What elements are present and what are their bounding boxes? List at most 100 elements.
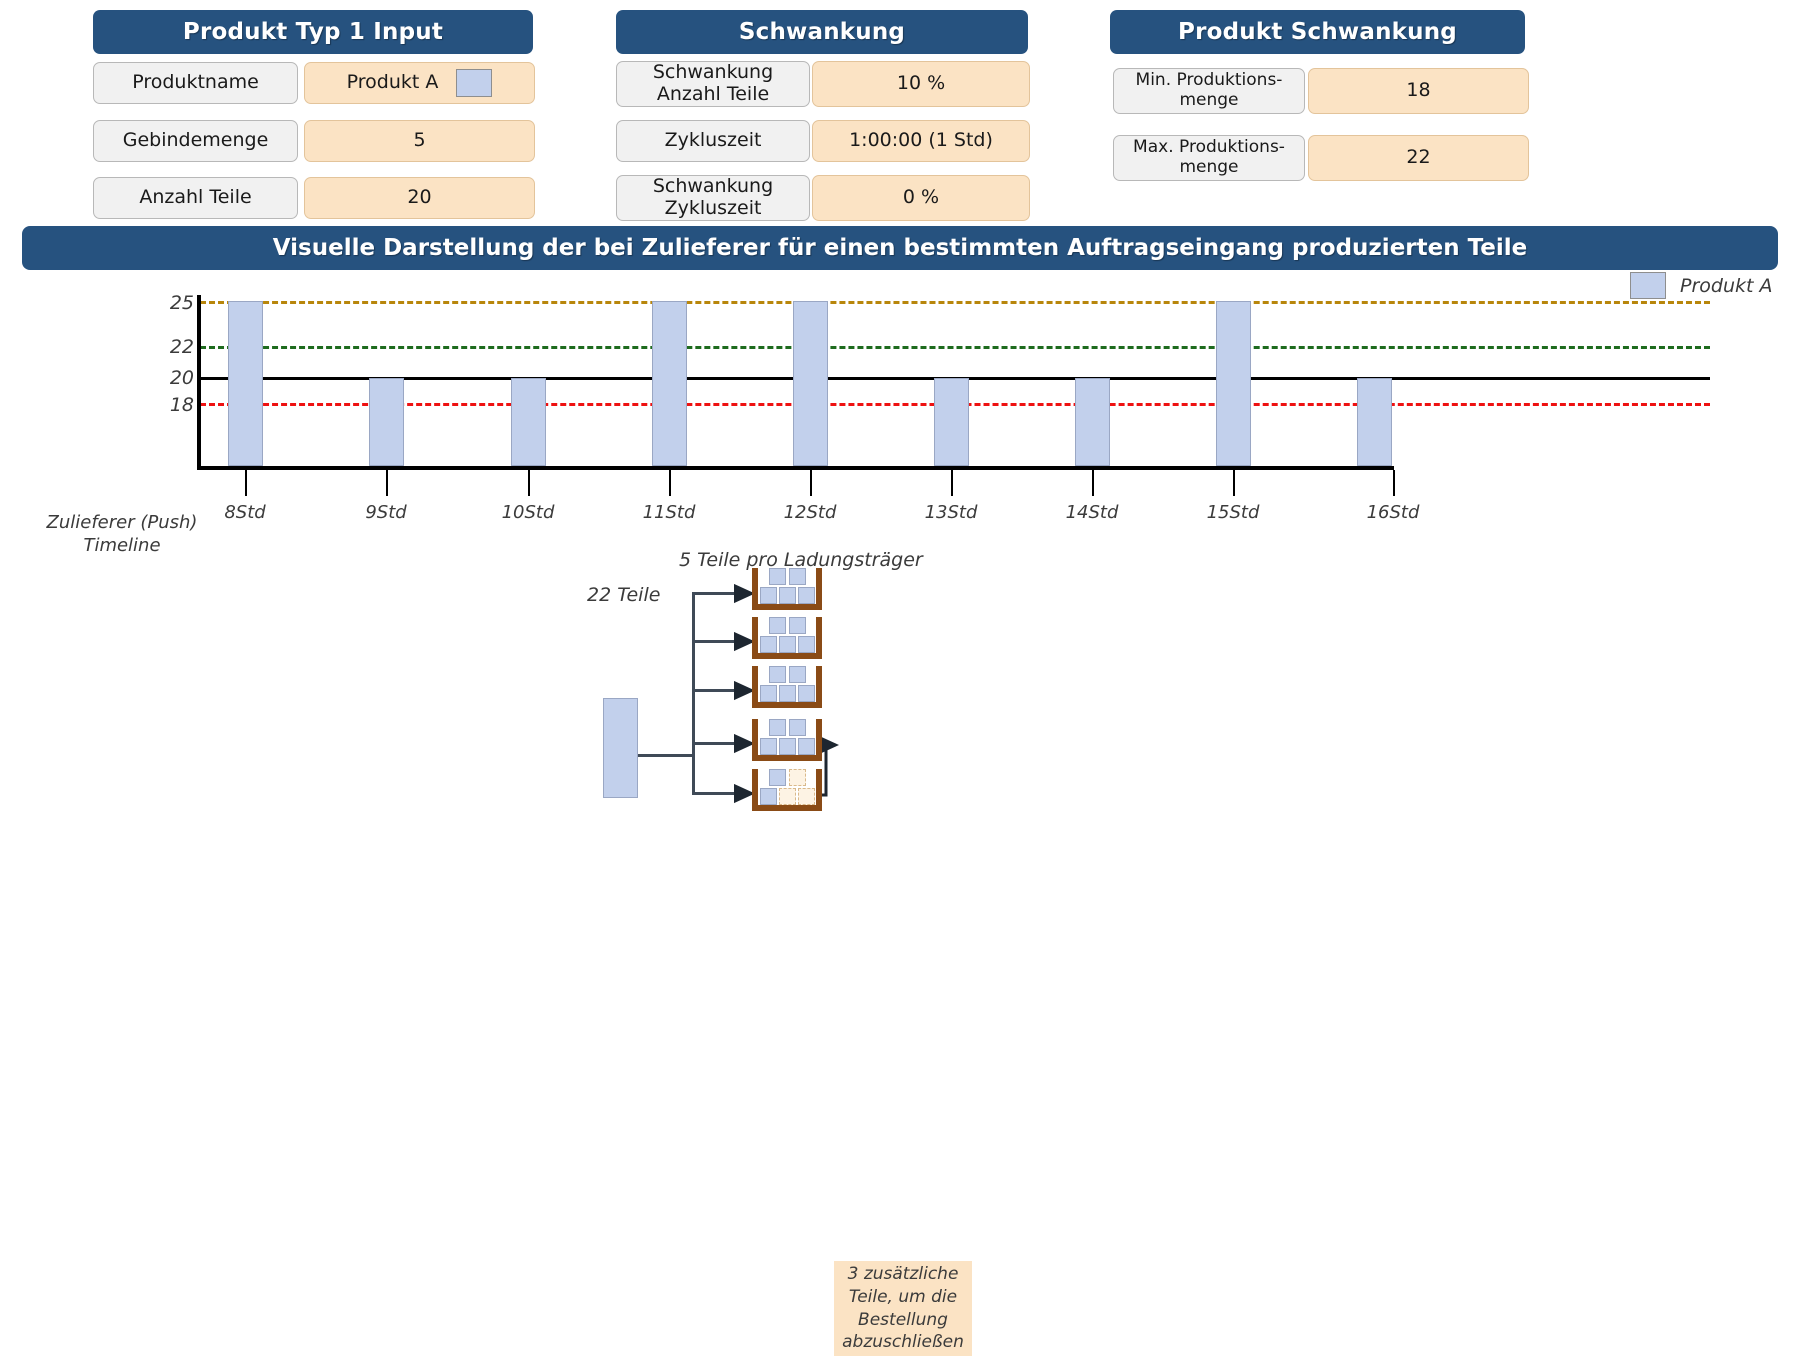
part-box xyxy=(760,587,777,604)
reference-line-25 xyxy=(200,301,1710,304)
xtick-label-15std: 15Std xyxy=(1206,502,1260,523)
xtick-label-10std: 10Std xyxy=(501,502,555,523)
xtick-label-12std: 12Std xyxy=(783,502,837,523)
ytick-label-22: 22 xyxy=(169,336,194,358)
bar-15std xyxy=(1216,301,1251,466)
connector-branch-5 xyxy=(692,792,740,795)
field-label-zykluszeit: Zykluszeit xyxy=(616,120,810,162)
carrier-wall-right-icon xyxy=(816,666,822,704)
part-box xyxy=(769,719,786,736)
xtick-label-16std: 16Std xyxy=(1366,502,1420,523)
ladungstraeger-2 xyxy=(752,617,822,659)
carrier-wall-right-icon xyxy=(816,719,822,757)
xtick-15std xyxy=(1233,470,1235,496)
panel-header-schwankung: Schwankung xyxy=(616,10,1028,54)
field-label-schwankung-zykluszeit: Schwankung Zykluszeit xyxy=(616,175,810,221)
part-box xyxy=(769,769,786,786)
ytick-label-20: 20 xyxy=(169,367,194,389)
bar-8std xyxy=(228,301,263,466)
ladungstraeger-1 xyxy=(752,568,822,610)
part-box xyxy=(760,685,777,702)
ladungstraeger-5-partial xyxy=(752,769,822,811)
label-per-carrier: 5 Teile pro Ladungsträger xyxy=(679,549,923,571)
part-box xyxy=(789,617,806,634)
part-box xyxy=(769,666,786,683)
xtick-13std xyxy=(951,470,953,496)
field-value-schwankung-zykluszeit[interactable]: 0 % xyxy=(812,175,1030,221)
reference-line-22 xyxy=(200,346,1710,349)
part-box xyxy=(779,685,796,702)
part-box xyxy=(760,636,777,653)
field-value-produktname[interactable]: Produkt A xyxy=(304,62,535,104)
produktname-value-text: Produkt A xyxy=(346,71,439,94)
field-value-schwankung-anzahl-teile[interactable]: 10 % xyxy=(812,61,1030,107)
connector-branch-3 xyxy=(692,689,740,692)
field-label-produktname: Produktname xyxy=(93,62,298,104)
x-axis xyxy=(197,466,1394,470)
y-axis xyxy=(197,295,201,470)
connector-branch-4 xyxy=(692,742,740,745)
field-value-min-produktionsmenge[interactable]: 18 xyxy=(1308,68,1529,114)
connector-trunk xyxy=(638,754,694,757)
product-color-swatch-icon xyxy=(456,69,493,97)
part-box-missing xyxy=(789,769,806,786)
field-value-max-produktionsmenge[interactable]: 22 xyxy=(1308,135,1529,181)
field-label-min-produktionsmenge: Min. Produktions- menge xyxy=(1113,68,1305,114)
field-label-anzahl-teile: Anzahl Teile xyxy=(93,177,298,219)
bar-12std xyxy=(793,301,828,466)
part-box xyxy=(789,719,806,736)
ytick-label-18: 18 xyxy=(169,394,194,416)
carrier-wall-left-icon xyxy=(752,666,758,704)
field-label-gebindemenge: Gebindemenge xyxy=(93,120,298,162)
xtick-14std xyxy=(1092,470,1094,496)
carrier-floor-icon xyxy=(752,755,822,761)
bar-chart: 25 22 20 18 8Std 9Std 10Std 11Std 12Std … xyxy=(0,270,1801,540)
xtick-12std xyxy=(810,470,812,496)
xtick-label-11std: 11Std xyxy=(642,502,696,523)
field-label-max-produktionsmenge: Max. Produktions- menge xyxy=(1113,135,1305,181)
part-box xyxy=(769,617,786,634)
field-value-anzahl-teile[interactable]: 20 xyxy=(304,177,535,219)
carrier-wall-right-icon xyxy=(816,769,822,807)
part-box xyxy=(798,587,815,604)
bar-14std xyxy=(1075,378,1110,466)
carrier-wall-right-icon xyxy=(816,617,822,655)
xtick-label-13std: 13Std xyxy=(924,502,978,523)
panel-header-produkt-schwankung: Produkt Schwankung xyxy=(1110,10,1525,54)
ladungstraeger-diagram: 5 Teile pro Ladungsträger 22 Teile xyxy=(0,540,1801,1356)
xtick-16std xyxy=(1393,470,1395,496)
part-box xyxy=(789,666,806,683)
ladungstraeger-4 xyxy=(752,719,822,761)
ladungstraeger-3 xyxy=(752,666,822,708)
field-label-schwankung-anzahl-teile: Schwankung Anzahl Teile xyxy=(616,61,810,107)
part-box xyxy=(798,685,815,702)
connector-branch-2 xyxy=(692,640,740,643)
ytick-label-25: 25 xyxy=(169,292,194,314)
bar-16std xyxy=(1357,378,1392,466)
bar-10std xyxy=(511,378,546,466)
part-box xyxy=(798,636,815,653)
legend-label-produkt-a: Produkt A xyxy=(1680,274,1773,297)
xtick-label-14std: 14Std xyxy=(1065,502,1119,523)
chart-legend: Produkt A xyxy=(1630,272,1773,299)
bar-13std xyxy=(934,378,969,466)
xtick-label-9std: 9Std xyxy=(365,502,407,523)
carrier-floor-icon xyxy=(752,653,822,659)
connector-branch-1 xyxy=(692,592,740,595)
part-box xyxy=(769,568,786,585)
part-box xyxy=(760,738,777,755)
carrier-floor-icon xyxy=(752,604,822,610)
xtick-label-8std: 8Std xyxy=(224,502,266,523)
panel-header-produkt-typ-1-input: Produkt Typ 1 Input xyxy=(93,10,533,54)
bar-11std xyxy=(652,301,687,466)
y-axis-title: Zulieferer (Push) Timeline xyxy=(46,512,198,556)
field-value-zykluszeit[interactable]: 1:00:00 (1 Std) xyxy=(812,120,1030,162)
section-banner-title: Visuelle Darstellung der bei Zulieferer … xyxy=(22,226,1778,270)
xtick-10std xyxy=(528,470,530,496)
part-box xyxy=(798,738,815,755)
xtick-11std xyxy=(669,470,671,496)
field-value-gebindemenge[interactable]: 5 xyxy=(304,120,535,162)
annotation-missing-parts: 3 zusätzliche Teile, um die Bestellung a… xyxy=(834,1261,972,1356)
part-box-missing xyxy=(798,788,815,805)
carrier-wall-left-icon xyxy=(752,719,758,757)
